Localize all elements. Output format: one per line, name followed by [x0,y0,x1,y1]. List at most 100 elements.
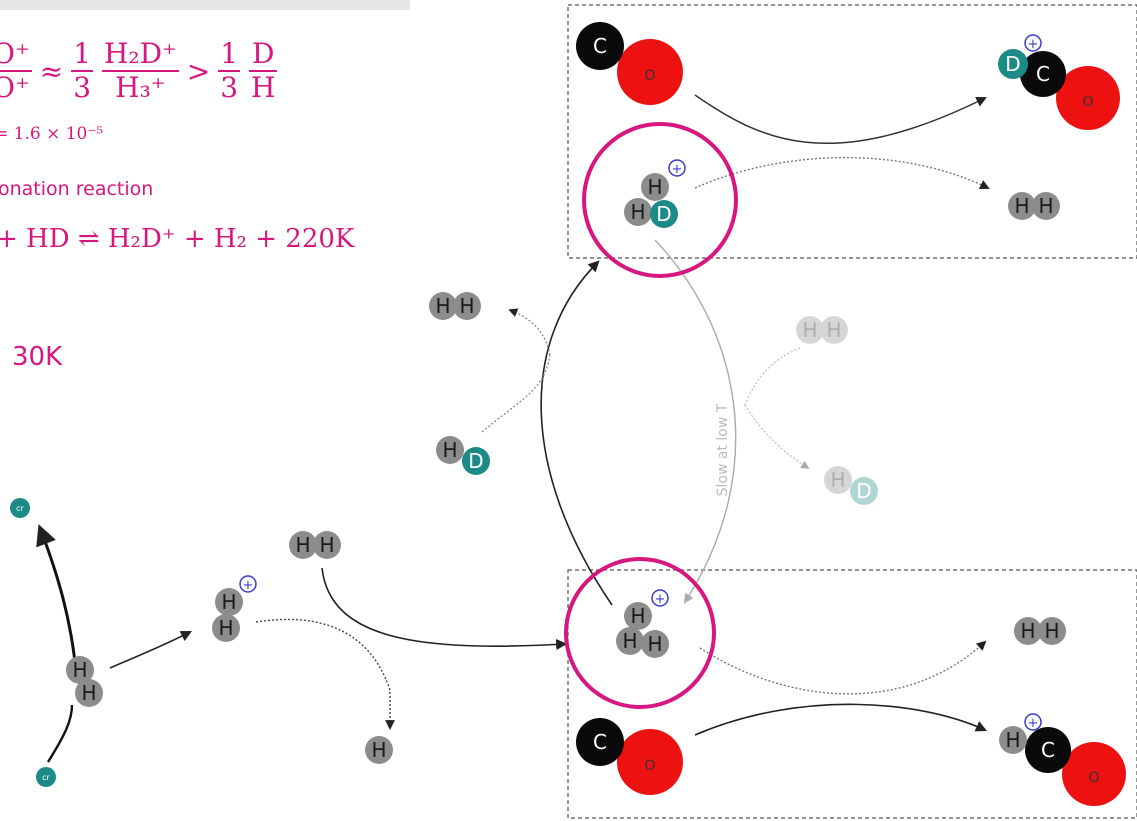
molecule-h2-reactant: H H [289,531,341,559]
coef1: 1 3 [71,37,94,104]
molecule-h2-initial: H H [66,656,103,707]
svg-text:D: D [1005,52,1020,76]
arrow-cosmic-ray-in [46,704,74,763]
ratio-value: = 1.6 × 10⁻⁵ [0,124,104,144]
molecule-hco-plus: H C O + [999,713,1126,806]
svg-text:+: + [655,592,666,607]
svg-text:H: H [459,294,474,318]
deuterium-ratio-equation: O⁺ O⁺ ≈ 1 3 H₂D⁺ H₃⁺ > 1 3 D H [0,37,278,104]
top-reaction-box [567,4,1137,259]
svg-text:O: O [644,758,655,774]
arrow-to-h2-released [508,308,551,356]
svg-text:C: C [593,34,607,58]
svg-text:H: H [802,318,817,342]
coef2-num: 1 [218,37,241,72]
svg-text:+: + [1028,716,1039,731]
svg-text:H: H [647,175,662,199]
svg-text:C: C [1041,738,1055,762]
arrow-co-to-dco [694,94,987,145]
coef1-num: 1 [71,37,94,72]
coef2-den: 3 [220,71,239,104]
arrow-h2d-to-h2 [694,156,990,189]
molecule-h2d-plus: H H D + [624,159,686,228]
molecule-h2-faded: H H [796,316,848,344]
highlight-h3-plus [564,557,716,709]
svg-text:H: H [630,200,645,224]
svg-text:+: + [243,578,254,593]
svg-text:H: H [1044,619,1059,643]
molecule-co-top: C O [576,22,683,105]
ratio-mid: H₂D⁺ H₃⁺ [101,37,179,104]
header-bar [0,0,410,10]
svg-text:cr: cr [42,773,50,782]
ratio-rhs-den: H [251,71,276,104]
ratio-lhs: O⁺ O⁺ [0,40,32,102]
arrow-h3-to-h2d [540,260,613,606]
svg-text:O: O [644,68,655,84]
arrow-h2-ionize [109,630,192,669]
arrow-h3-to-h2 [699,640,987,695]
atom-h-released: H [365,736,393,764]
ratio-mid-den: H₃⁺ [115,71,166,104]
molecule-co-bottom: C O [576,718,683,795]
coef2: 1 3 [218,37,241,104]
svg-text:H: H [295,533,310,557]
svg-text:H: H [1005,728,1020,752]
arrow-faded-hd-out [744,404,810,469]
svg-text:H: H [1038,194,1053,218]
arrow-hd-join [481,354,551,433]
greater-sign: > [186,54,211,88]
ratio-lhs-num: O⁺ [0,40,32,72]
svg-text:H: H [826,318,841,342]
svg-text:D: D [656,202,671,226]
svg-text:H: H [442,438,457,462]
ratio-rhs-num: D [249,40,278,72]
svg-text:H: H [647,632,662,656]
svg-text:H: H [622,629,637,653]
molecule-h2-bottom-right: H H [1014,617,1066,645]
svg-text:H: H [1014,194,1029,218]
arrow-reverse-slow [654,239,737,604]
svg-text:H: H [435,294,450,318]
svg-text:H: H [371,738,386,762]
svg-text:H: H [81,681,96,705]
svg-text:H: H [218,616,233,640]
arrow-cosmic-ray-out [36,524,77,663]
cosmic-ray-bottom: cr [36,767,56,787]
svg-text:D: D [856,479,871,503]
molecule-h2-top-right: H H [1008,192,1060,220]
svg-text:C: C [593,730,607,754]
highlight-h2d-plus [582,122,738,278]
molecule-h2-released: H H [429,292,481,320]
reaction-caption: onation reaction [0,178,154,200]
molecule-dco-plus: D C O + [998,34,1120,130]
svg-text:O: O [1088,770,1099,786]
molecule-h2-plus: H H + [212,575,257,642]
svg-text:+: + [1028,37,1039,52]
arrow-h2-to-h3 [321,567,568,651]
reaction-equation: + HD ⇌ H₂D⁺ + H₂ + 220K [0,224,355,254]
coef1-den: 3 [73,71,92,104]
molecule-h3-plus: H H H + [616,589,669,658]
ratio-lhs-den: O⁺ [0,71,30,104]
arrow-h-released [255,618,395,730]
svg-text:H: H [630,604,645,628]
svg-text:H: H [221,590,236,614]
molecule-hd-faded: H D [824,466,878,505]
cosmic-ray-top: cr [10,498,30,518]
svg-text:H: H [319,533,334,557]
svg-text:H: H [1020,619,1035,643]
svg-text:O: O [1082,94,1093,110]
bottom-reaction-box [567,569,1137,819]
approx-sign: ≈ [39,54,64,88]
ratio-mid-num: H₂D⁺ [101,37,179,72]
molecule-hd: H D [436,436,490,475]
svg-text:+: + [672,162,683,177]
svg-text:H: H [72,658,87,682]
slow-at-low-t-label: Slow at low T [715,403,731,496]
svg-text:H: H [830,468,845,492]
svg-text:C: C [1036,62,1050,86]
svg-text:cr: cr [16,504,24,513]
ratio-rhs: D H [249,40,278,104]
